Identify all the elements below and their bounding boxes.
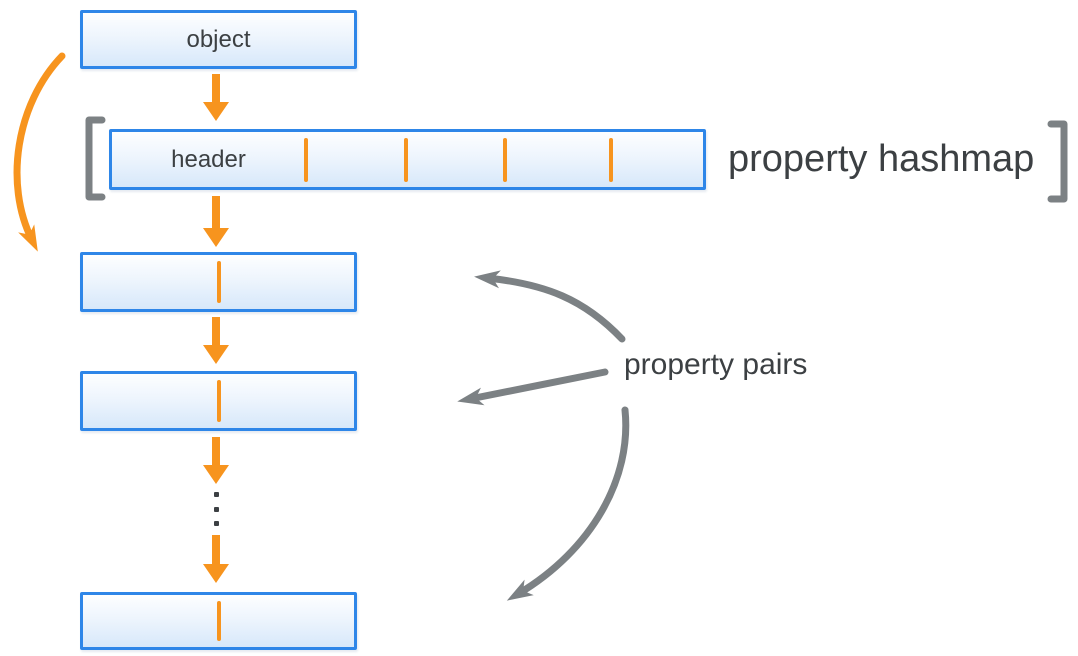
pairs-pointer-arrow-bottom <box>506 406 630 601</box>
object-to-pairs-curved-arrow <box>13 52 66 252</box>
property-pair-box <box>80 252 357 312</box>
pair-divider <box>216 380 221 422</box>
property-pair-box <box>80 592 357 650</box>
flow-arrow-pair1-to-pair2 <box>203 317 229 364</box>
pair-divider <box>216 601 221 641</box>
hashmap-slot-divider <box>503 138 507 182</box>
pair-divider <box>216 261 221 303</box>
flow-arrow-ellipsis-to-last-pair <box>203 535 229 583</box>
pairs-caption: property pairs <box>624 348 808 381</box>
pairs-pointer-arrow-middle <box>457 368 609 406</box>
object-box: object <box>80 10 357 69</box>
flow-arrow-object-to-hashmap <box>203 74 229 121</box>
hashmap-caption: property hashmap <box>728 138 1035 180</box>
flow-arrow-pair2-to-ellipsis <box>203 437 229 484</box>
hashmap-slot-divider <box>609 138 613 182</box>
hashmap-bracket-right <box>1047 120 1068 203</box>
flow-arrow-hashmap-to-pair1 <box>203 196 229 247</box>
hashmap-header-cell-label: header <box>171 145 246 173</box>
ellipsis-dots <box>214 492 219 526</box>
hashmap-bracket-left <box>85 116 106 201</box>
pairs-pointer-arrow-top <box>474 270 626 343</box>
hashmap-slot-divider <box>304 138 308 182</box>
object-box-label: object <box>186 25 251 53</box>
property-pair-box <box>80 371 357 431</box>
hashmap-slot-divider <box>404 138 408 182</box>
hashmap-box: header <box>109 129 706 190</box>
